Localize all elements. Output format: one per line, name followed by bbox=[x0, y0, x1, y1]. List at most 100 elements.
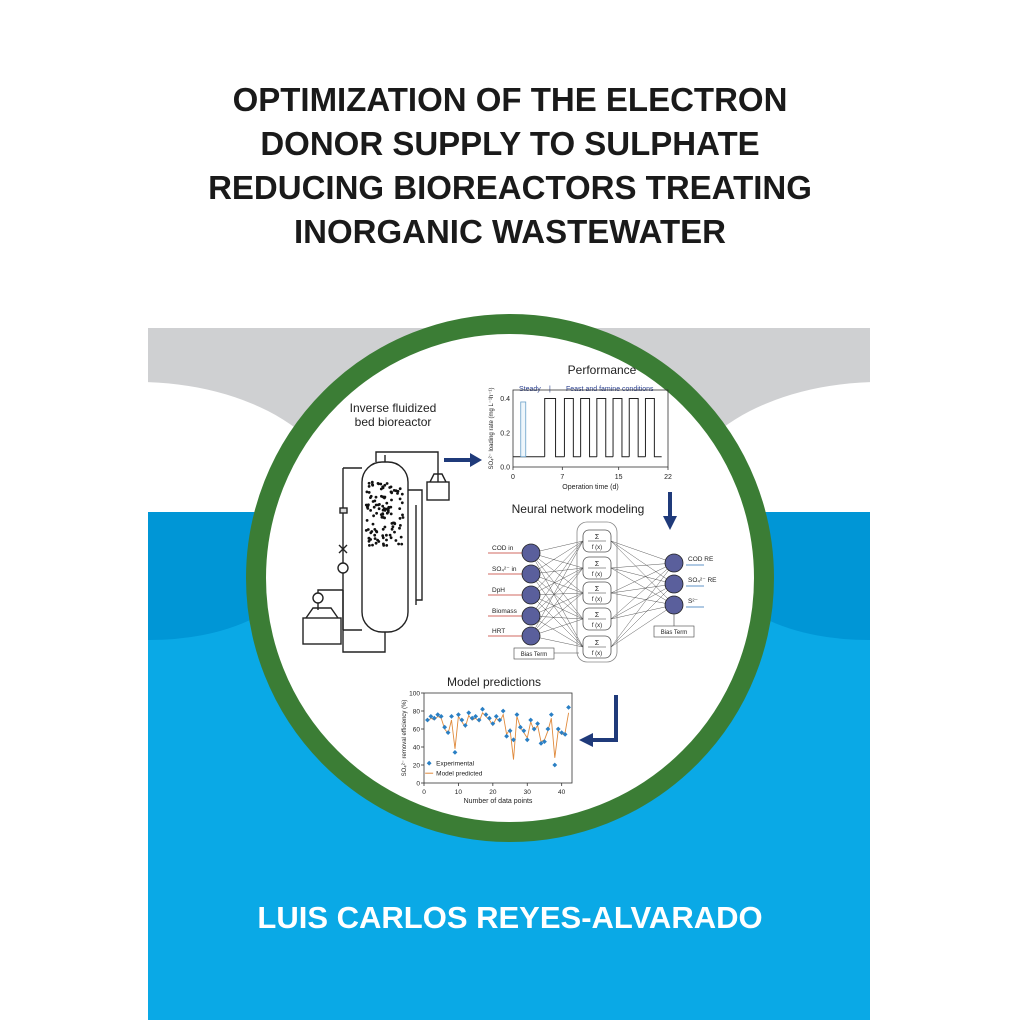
predictions-exp-point bbox=[566, 705, 571, 710]
nn-input-node bbox=[521, 626, 541, 646]
biomass-particle bbox=[399, 524, 402, 527]
biomass-particle bbox=[377, 507, 381, 511]
predictions-exp-point bbox=[462, 723, 468, 728]
arrow-head-3 bbox=[579, 733, 593, 747]
reactor-label-2: bed bioreactor bbox=[355, 415, 432, 429]
nn-connection bbox=[610, 592, 675, 606]
performance-xlabel: Operation time (d) bbox=[562, 484, 618, 491]
nn-bias-in-box bbox=[513, 647, 555, 660]
nn-output-label: SO₄²⁻ RE bbox=[688, 577, 717, 584]
biomass-particle bbox=[389, 536, 393, 540]
biomass-particle bbox=[385, 538, 388, 542]
predictions-xlabel: Number of data points bbox=[464, 798, 533, 805]
nn-connection bbox=[530, 540, 584, 596]
nn-sum-symbol: Σ bbox=[595, 561, 600, 568]
nn-output-node bbox=[664, 595, 684, 615]
biomass-particle bbox=[365, 505, 369, 509]
predictions-exp-point bbox=[480, 706, 485, 712]
predictions-exp-point bbox=[517, 724, 523, 730]
biomass-particle bbox=[381, 485, 385, 489]
predictions-exp-point bbox=[435, 712, 441, 717]
predictions-exp-point bbox=[524, 737, 530, 743]
predictions-ytick-label: 100 bbox=[409, 690, 420, 697]
nn-connection bbox=[610, 604, 675, 648]
biomass-particle bbox=[377, 482, 380, 486]
nn-sum-symbol: Σ bbox=[595, 612, 600, 619]
predictions-exp-point bbox=[531, 726, 537, 732]
predictions-xtick-label: 40 bbox=[558, 789, 566, 796]
legend-exp-marker bbox=[426, 760, 432, 766]
nn-output-label: S²⁻ bbox=[688, 598, 699, 605]
biomass-particle bbox=[379, 487, 383, 491]
biomass-particle bbox=[376, 538, 379, 542]
biomass-particle bbox=[393, 530, 396, 534]
performance-separator: | bbox=[549, 386, 551, 393]
performance-feast: Feast and famine conditions bbox=[566, 386, 654, 393]
biomass-particle bbox=[372, 514, 375, 518]
main-circle bbox=[246, 314, 774, 842]
biomass-particle bbox=[367, 539, 371, 543]
predictions-exp-point bbox=[493, 714, 499, 719]
biomass-particle bbox=[385, 482, 389, 485]
nn-connection bbox=[610, 562, 675, 594]
predictions-ytick-label: 40 bbox=[413, 744, 421, 751]
biomass-particle bbox=[365, 490, 369, 494]
biomass-particle bbox=[367, 481, 371, 485]
process-diagram: Inverse fluidized bed bioreactor bbox=[302, 363, 717, 805]
nn-connection bbox=[530, 552, 584, 620]
nn-bias-out-label: Bias Term bbox=[661, 630, 688, 636]
cover-background bbox=[148, 314, 870, 1020]
title-line-3: REDUCING BIOREACTORS TREATING bbox=[208, 169, 812, 206]
nn-fx: f (x) bbox=[592, 623, 602, 629]
neural-network: Σf (x)Σf (x)Σf (x)Σf (x)Σf (x)COD inSO₄²… bbox=[488, 521, 717, 663]
predictions-exp-point bbox=[425, 717, 430, 723]
legend-exp-label: Experimental bbox=[436, 761, 474, 768]
biomass-particle bbox=[381, 536, 385, 540]
predictions-exp-point bbox=[504, 733, 510, 739]
biomass-particle bbox=[374, 495, 378, 499]
predictions-exp-point bbox=[542, 739, 547, 744]
nn-input-node bbox=[521, 606, 541, 626]
predictions-exp-point bbox=[507, 728, 513, 734]
biomass-particle bbox=[380, 494, 383, 498]
nn-connection bbox=[530, 552, 584, 594]
nn-connection bbox=[530, 592, 584, 617]
biomass-particle bbox=[390, 491, 394, 495]
nn-input-node bbox=[521, 564, 541, 584]
nn-hidden-layer-box bbox=[576, 521, 618, 663]
nn-connection bbox=[530, 567, 584, 617]
biomass-particle bbox=[367, 485, 371, 488]
biomass-particle bbox=[374, 503, 378, 507]
performance-ylabel: SO₄²⁻ loading rate (mg L⁻¹h⁻¹) bbox=[489, 388, 495, 470]
biomass-particles bbox=[364, 480, 405, 547]
nn-bias-in-label: Bias Term bbox=[521, 652, 548, 658]
biomass-particle bbox=[371, 500, 375, 503]
title-line-2: DONOR SUPPLY TO SULPHATE bbox=[260, 125, 760, 162]
nn-connection bbox=[610, 540, 675, 606]
nn-connection bbox=[610, 567, 675, 606]
nn-connection bbox=[530, 592, 584, 637]
biomass-particle bbox=[379, 513, 383, 516]
biomass-particle bbox=[370, 480, 374, 484]
performance-xtick-label: 15 bbox=[615, 474, 623, 481]
performance-xtick-label: 0 bbox=[511, 474, 515, 481]
predictions-exp-point bbox=[456, 712, 461, 717]
biomass-particle bbox=[385, 544, 389, 547]
biomass-particle bbox=[369, 531, 373, 535]
nn-connection bbox=[530, 567, 584, 596]
biomass-particle bbox=[373, 528, 377, 531]
predictions-exp-point bbox=[535, 721, 540, 726]
nn-title: Neural network modeling bbox=[512, 502, 645, 516]
nn-connection bbox=[530, 567, 584, 637]
predictions-xtick-label: 0 bbox=[422, 789, 426, 796]
biomass-particle bbox=[391, 521, 395, 525]
biomass-particle bbox=[394, 539, 398, 542]
predictions-exp-point bbox=[528, 717, 534, 723]
biomass-particle bbox=[400, 501, 404, 505]
biomass-particle bbox=[389, 512, 393, 516]
nn-output-node bbox=[664, 574, 684, 594]
biomass-particle bbox=[371, 483, 374, 486]
nn-connection bbox=[610, 540, 675, 585]
nn-connection bbox=[610, 604, 675, 620]
performance-steady: Steady bbox=[519, 386, 541, 393]
